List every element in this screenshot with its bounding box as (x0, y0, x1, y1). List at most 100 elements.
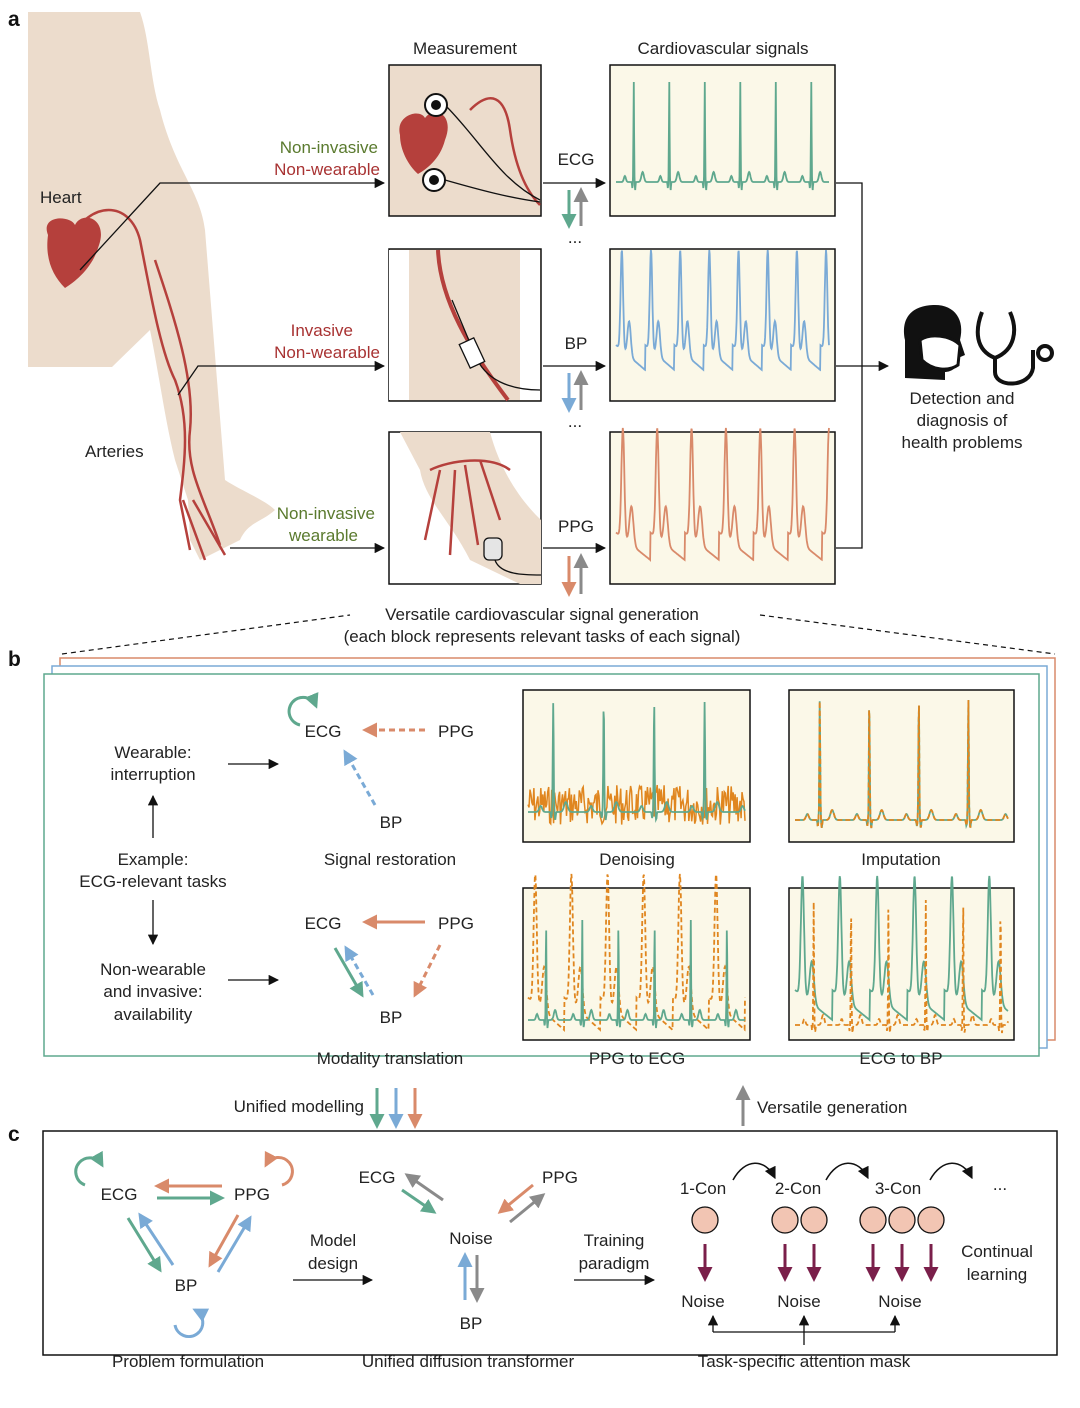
measurement-bp-box (388, 248, 542, 402)
signal3-label: PPG (558, 517, 594, 536)
example-line1: Example: (118, 850, 189, 869)
translation-ppg: PPG (438, 914, 474, 933)
restoration-diagram (287, 692, 425, 806)
clean-ecg-signal (528, 701, 746, 824)
noise-label-3: Noise (878, 1292, 921, 1311)
noise-label-1: Noise (681, 1292, 724, 1311)
ecg-to-bp-plot (788, 875, 1015, 1041)
nonwear-line3: availability (114, 1005, 193, 1024)
translation-ecg: ECG (305, 914, 342, 933)
panel-label-a: a (8, 8, 20, 31)
measurement-ppg-box (388, 431, 542, 585)
attention-mask-title: Task-specific attention mask (698, 1352, 911, 1371)
c-bp-label: BP (175, 1276, 198, 1295)
con-curve-arrows (732, 1162, 973, 1181)
plot4-caption: ECG to BP (859, 1049, 942, 1068)
plot1-caption: Denoising (599, 850, 675, 869)
condition-nodes (691, 1206, 945, 1234)
con3-label: 3-Con (875, 1179, 921, 1198)
route1-line2: Non-wearable (274, 160, 380, 179)
noise-label-2: Noise (777, 1292, 820, 1311)
plot2-caption: Imputation (861, 850, 940, 869)
exchange-arrows-a (561, 187, 589, 597)
divider-line1: Versatile cardiovascular signal generati… (385, 605, 699, 624)
panel-label-c: c (8, 1123, 20, 1146)
versatile-generation-label: Versatile generation (757, 1098, 907, 1117)
restoration-title: Signal restoration (324, 850, 456, 869)
unified-transformer-title: Unified diffusion transformer (362, 1352, 575, 1371)
t-ppg-label: PPG (542, 1168, 578, 1187)
continual-line1: Continual (961, 1242, 1033, 1261)
route3-line2: wearable (288, 526, 358, 545)
doctor-icon (904, 305, 965, 380)
heart-label: Heart (40, 188, 82, 207)
training-line2: paradigm (579, 1254, 650, 1273)
imputation-plot (788, 689, 1015, 843)
signal-arrows (543, 177, 607, 554)
con-ellipsis: ... (993, 1175, 1007, 1194)
plot3-caption: PPG to ECG (589, 1049, 685, 1068)
stethoscope-icon (975, 311, 1054, 386)
c-ppg-label: PPG (234, 1185, 270, 1204)
continual-line2: learning (967, 1265, 1028, 1284)
bp-generated-signal (794, 875, 1009, 1023)
t-ecg-label: ECG (359, 1168, 396, 1187)
unified-modelling-arrows (369, 1085, 751, 1129)
route1-line1: Non-invasive (280, 138, 378, 157)
ellipsis-2: ... (568, 412, 582, 431)
signals-header: Cardiovascular signals (637, 39, 808, 58)
ecg-signal-plot (609, 64, 836, 217)
con1-label: 1-Con (680, 1179, 726, 1198)
arteries-label: Arteries (85, 442, 144, 461)
noisy-signal (527, 784, 746, 826)
t-bp-label: BP (460, 1314, 483, 1333)
artery-tree (68, 208, 227, 561)
signal1-label: ECG (558, 150, 595, 169)
outcome-line3: health problems (902, 433, 1023, 452)
condition-arrows (697, 1244, 939, 1282)
heart-illustration (46, 217, 101, 288)
route-connectors (79, 177, 386, 554)
ecg-waveform (616, 81, 829, 191)
denoising-plot (522, 689, 751, 843)
route3-line1: Non-invasive (277, 504, 375, 523)
panel-label-b: b (8, 648, 21, 671)
panel-c-frame (42, 1130, 1058, 1356)
translation-bp: BP (380, 1008, 403, 1027)
wearable-line2: interruption (110, 765, 195, 784)
route2-line1: Invasive (291, 321, 353, 340)
ppg-waveform (615, 427, 830, 562)
problem-formulation-diagram (74, 1150, 294, 1338)
reference-dashed-signal (795, 699, 1009, 830)
wearable-line1: Wearable: (114, 743, 191, 762)
restoration-bp: BP (380, 813, 403, 832)
zoom-dashed-lines (61, 614, 1056, 655)
nonwear-line1: Non-wearable (100, 960, 206, 979)
con2-label: 2-Con (775, 1179, 821, 1198)
ecg-generated-signal (528, 919, 745, 1029)
t-noise-label: Noise (449, 1229, 492, 1248)
body-silhouette (28, 12, 275, 560)
signal2-label: BP (565, 334, 588, 353)
restoration-ppg: PPG (438, 722, 474, 741)
nonwear-line2: and invasive: (103, 982, 202, 1001)
unified-modelling-label: Unified modelling (234, 1097, 364, 1116)
ellipsis-1: ... (568, 228, 582, 247)
route2-line2: Non-wearable (274, 343, 380, 362)
training-line1: Training (584, 1231, 645, 1250)
diffusion-transformer-diagram (401, 1173, 546, 1303)
restoration-ecg: ECG (305, 722, 342, 741)
divider-line2: (each block represents relevant tasks of… (344, 627, 741, 646)
bp-waveform (615, 249, 830, 372)
ppg-signal-plot (609, 427, 836, 585)
translation-diagram (333, 914, 442, 998)
model-design-line2: design (308, 1254, 358, 1273)
merge-connector (836, 182, 890, 549)
problem-formulation-title: Problem formulation (112, 1352, 264, 1371)
ecg-dashed-signal (795, 899, 1009, 1034)
model-design-line1: Model (310, 1231, 356, 1250)
bp-signal-plot (609, 248, 836, 402)
outcome-line2: diagnosis of (917, 411, 1008, 430)
outcome-line1: Detection and (910, 389, 1015, 408)
